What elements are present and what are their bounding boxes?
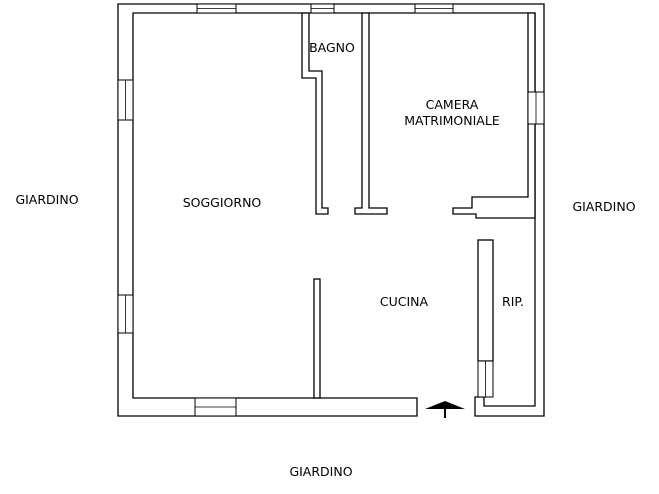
window-south-living (194, 397, 237, 417)
room-label-ripostiglio: RIP. (502, 294, 524, 309)
entrance-arrow-icon (425, 401, 465, 418)
window-west-upper (117, 79, 134, 121)
garden-label-east: GIARDINO (572, 199, 635, 214)
room-label-camera-line1: CAMERA (426, 97, 479, 112)
room-label-cucina: CUCINA (380, 294, 429, 309)
window-north-living (196, 3, 237, 14)
storage-west-wall (477, 239, 494, 362)
window-north-bathroom (310, 3, 335, 14)
bathroom-west-wall (301, 12, 329, 215)
room-label-camera-line2: MATRIMONIALE (404, 113, 500, 128)
bedroom-south-wall (452, 12, 536, 219)
room-label-soggiorno: SOGGIORNO (183, 195, 262, 210)
window-west-lower (117, 294, 134, 334)
garden-label-south: GIARDINO (289, 464, 352, 479)
exterior-wall-outline (117, 3, 545, 417)
window-east-bedroom (527, 91, 545, 125)
window-storage (477, 360, 494, 398)
bathroom-east-wall (354, 12, 388, 215)
window-north-bedroom (414, 3, 454, 14)
room-label-bagno: BAGNO (309, 40, 355, 55)
garden-label-west: GIARDINO (15, 192, 78, 207)
living-kitchen-partition (313, 278, 321, 399)
